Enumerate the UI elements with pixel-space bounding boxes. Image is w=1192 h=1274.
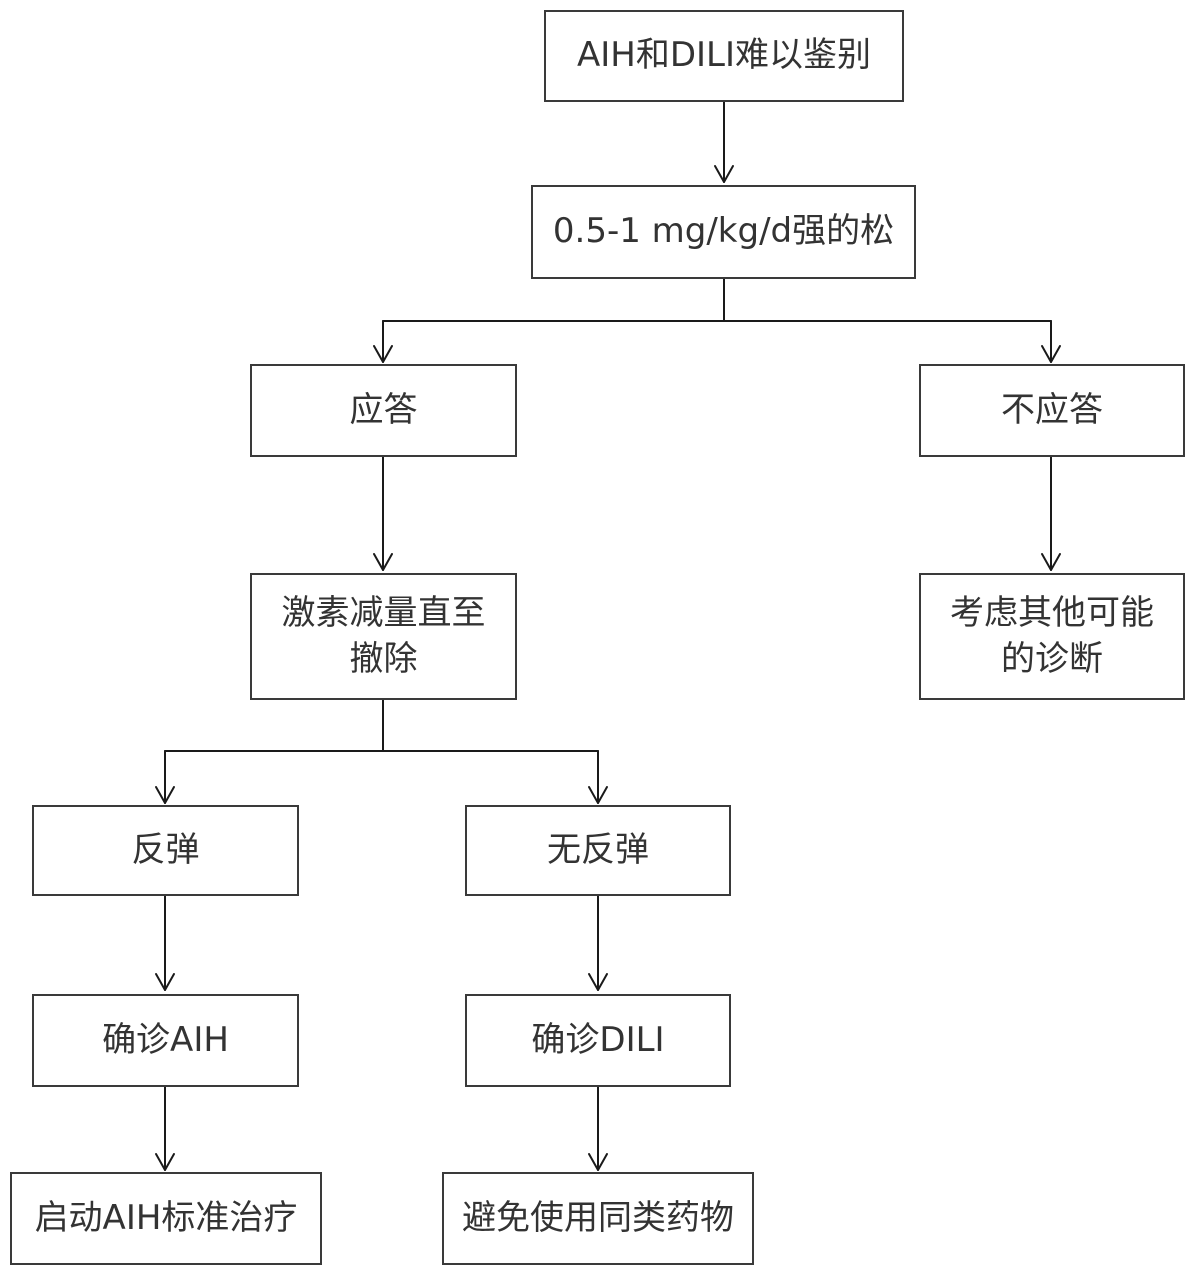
node-confirm-dili-label: 确诊DILI bbox=[531, 1019, 665, 1060]
arrowhead-prednisone bbox=[714, 165, 734, 183]
node-confirm-dili: 确诊DILI bbox=[465, 994, 731, 1087]
node-no-relapse-label: 无反弹 bbox=[547, 829, 649, 870]
node-start-aih-treatment-label: 启动AIH标准治疗 bbox=[34, 1197, 298, 1238]
node-confirm-aih: 确诊AIH bbox=[32, 994, 299, 1087]
node-consider-label-line2: 的诊断 bbox=[1001, 638, 1103, 679]
arrowhead-consider bbox=[1041, 553, 1061, 571]
node-start-differential: AIH和DILI难以鉴别 bbox=[544, 10, 904, 102]
node-response-label: 应答 bbox=[349, 389, 418, 430]
node-relapse: 反弹 bbox=[32, 805, 299, 896]
node-confirm-aih-label: 确诊AIH bbox=[102, 1019, 229, 1060]
arrowhead-taper bbox=[373, 553, 393, 571]
arrowhead-relapse bbox=[155, 786, 175, 804]
node-no-relapse: 无反弹 bbox=[465, 805, 731, 896]
node-response: 应答 bbox=[250, 364, 517, 457]
arrowhead-no-relapse bbox=[588, 786, 608, 804]
node-consider-other-diagnosis: 考虑其他可能 的诊断 bbox=[919, 573, 1185, 700]
arrowhead-avoid bbox=[588, 1153, 608, 1171]
node-avoid-similar-drugs-label: 避免使用同类药物 bbox=[462, 1197, 734, 1238]
arrowhead-response bbox=[373, 345, 393, 363]
node-taper-label-line1: 激素减量直至 bbox=[281, 592, 486, 633]
arrowhead-no-response bbox=[1041, 345, 1061, 363]
arrowhead-confirm-dili bbox=[588, 973, 608, 991]
node-avoid-similar-drugs: 避免使用同类药物 bbox=[442, 1172, 754, 1265]
node-prednisone-dose: 0.5-1 mg/kg/d强的松 bbox=[531, 185, 916, 279]
node-taper-label-line2: 撤除 bbox=[349, 638, 418, 679]
node-consider-label-line1: 考虑其他可能 bbox=[950, 592, 1154, 633]
node-no-response-label: 不应答 bbox=[1001, 389, 1103, 430]
arrowhead-treatment bbox=[155, 1153, 175, 1171]
node-steroid-taper: 激素减量直至 撤除 bbox=[250, 573, 517, 700]
node-start-aih-treatment: 启动AIH标准治疗 bbox=[10, 1172, 322, 1265]
node-start-label: AIH和DILI难以鉴别 bbox=[576, 35, 872, 76]
node-relapse-label: 反弹 bbox=[131, 829, 200, 870]
node-prednisone-label: 0.5-1 mg/kg/d强的松 bbox=[552, 211, 895, 252]
node-no-response: 不应答 bbox=[919, 364, 1185, 457]
arrowhead-confirm-aih bbox=[155, 973, 175, 991]
